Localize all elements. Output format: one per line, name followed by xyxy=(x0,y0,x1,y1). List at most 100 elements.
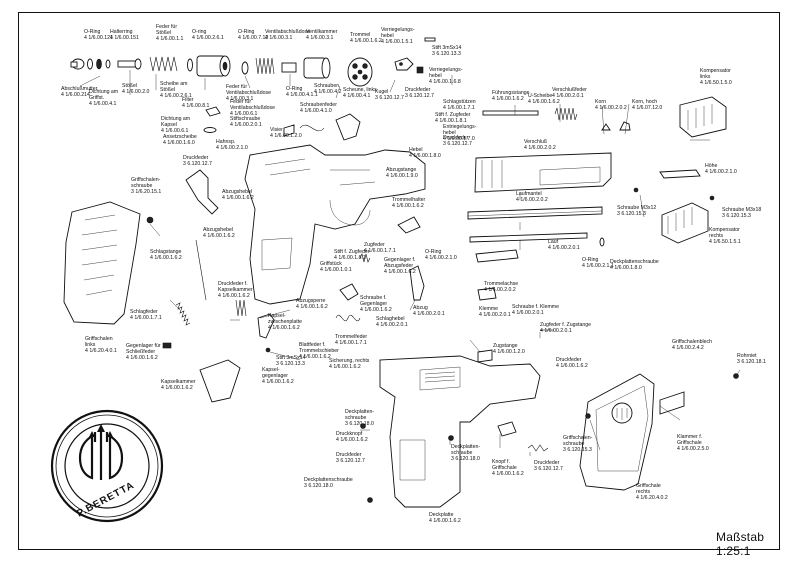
deckplatten-schraube-part xyxy=(360,423,366,429)
label-kugel: Kugel 3 6.120.12.7 xyxy=(375,89,404,101)
label-abschlussmutter: Abschlußmutter 4 1/6.00.214 xyxy=(61,86,98,98)
schliessfeder-part xyxy=(175,302,191,326)
label-druckfeder-kapselkammer: Druckfeder f. Kapselkammer 4 1/6.00.1.6.… xyxy=(218,281,253,299)
griffschale-rechts-part xyxy=(579,373,655,491)
label-druckknopf: Druckknopf 4 1/6.00.1.6.2 xyxy=(336,431,368,443)
verriegelungshebel-2-part xyxy=(416,66,424,74)
label-deckplatte: Deckplatte 4 1/6.00.1.6.2 xyxy=(429,512,461,524)
schlaghebel-part xyxy=(335,113,361,141)
abzug-part xyxy=(409,265,425,301)
label-korn-hoch: Korn, hoch 4 1/6.07.12.0 xyxy=(632,99,663,111)
valve-parts-row xyxy=(70,37,436,87)
abzugsperre-part xyxy=(339,283,359,301)
label-kompensator-rechts: Kompensator rechts 4 1/6.50.1.5.1 xyxy=(709,227,741,245)
deckplattenschraube-3-part xyxy=(367,497,373,503)
label-griffschalen-links: Griffschalen links 4 1/6.20.4.0.1 xyxy=(85,336,117,354)
label-kapselkammer: Kapselkammer 4 1/6.00.1.6.2 xyxy=(161,379,196,391)
druckfeder-mid-part xyxy=(359,253,371,263)
stift-kapsel-part xyxy=(265,347,271,353)
label-abzugsperre: Abzugsperre 4 1/6.00.1.6.2 xyxy=(296,298,328,310)
label-schraube-m3x12: Schraube M3x12 3 6.120.15.3 xyxy=(617,205,657,217)
label-druckfeder-4: Druckfeder 4 1/6.00.1.6.2 xyxy=(556,357,588,369)
label-ansetzscheibe: Ansetzscheibe 4 1/6.00.1.6.0 xyxy=(163,134,197,146)
o-ring-body-part xyxy=(196,55,231,77)
label-zugfeder-zugstange: Zugfeder f. Zugstange 4 1/6.00.2.0.1 xyxy=(540,322,592,334)
zugstange-part xyxy=(477,349,493,363)
verschlussfeder-part xyxy=(554,107,578,121)
label-schlagfeder: Schlagfeder 4 1/6.00.1.7.1 xyxy=(130,309,162,321)
verschluss-part xyxy=(474,152,612,193)
lauf-part xyxy=(469,232,588,243)
label-u-scheibe: U-Scheibe 4 1/6.00.1.6.2 xyxy=(528,93,560,105)
visier-part xyxy=(283,124,295,137)
druckfeder-knopf-part xyxy=(527,444,549,452)
label-scheibe-stoessel: Scheibe am Stößel 4 1/6.00.2.6.1 xyxy=(160,81,192,99)
trommelfeder-part xyxy=(335,314,361,322)
label-klammer: Klammer f. Griffschale 4 1/6.00.2.5.0 xyxy=(677,434,709,452)
korn-part xyxy=(601,123,611,131)
label-griffschalenschraube-1: Griffschalen- schraube 3 1/6.20.15.1 xyxy=(131,177,162,195)
label-laufmantel: Laufmantel 4 1/6.00.2.0.2 xyxy=(516,191,548,203)
label-hebel: Hebel 4 1/6.00.1.8.0 xyxy=(409,147,441,159)
label-verriegelungshebel-1: Verriegelungs- hebel 4 1/6.00.1.5.1 xyxy=(381,27,415,45)
label-kompensator-links: Kompensator links 4 1/6.50.1.5.0 xyxy=(700,68,732,86)
label-schraubenfeder: Schraubenfeder 4 1/6.00.4.1.0 xyxy=(300,102,337,114)
label-o-ring-5: O-Ring 4 1/6.00.2.1.0 xyxy=(425,249,457,261)
scale-text: Maßstab 1:25:1 xyxy=(716,530,765,558)
abschlussmutter-part xyxy=(70,58,85,70)
hoehe-part xyxy=(659,169,701,179)
label-trommelhalter: Trommelhalter 4 1/6.00.1.6.2 xyxy=(392,197,426,209)
label-blattfeder: Blattfeder f. Trommelschieber 4 1/6.00.1… xyxy=(299,342,339,360)
label-visier: Visier 4 1/6.00.1.2.0 xyxy=(270,127,302,139)
label-o-ring-3: O-Ring 4 1/6.00.7.12 xyxy=(238,29,269,41)
o-ring-part xyxy=(87,58,93,70)
halterring-part xyxy=(96,58,102,70)
drawing-frame xyxy=(18,12,780,550)
label-dichtung-griffst: Dichtung am Griffst. 4 1/6.00.4.1 xyxy=(89,89,119,107)
hahn-part xyxy=(185,169,219,215)
scheibe-part xyxy=(203,127,217,133)
label-stift-zugfeder-2: Stift f. Zugfeder 4 1/6.00.1.8.1 xyxy=(334,249,370,261)
label-druckfeder-1: Druckfeder 3 6.120.12.7 xyxy=(405,87,434,99)
label-stift-2: Stift 3mSx14 3 6.120.13.3 xyxy=(276,355,306,367)
label-abzugshebel-1: Abzugshebel 4 1/6.00.1.6.2 xyxy=(222,189,254,201)
label-deckplattenschraube-2: Deckplatten- schraube 3 6.120.18.0 xyxy=(345,409,375,427)
label-verschluss: Verschluß 4 1/6.00.2.0.2 xyxy=(524,139,556,151)
feder-ventil-part xyxy=(255,57,275,75)
label-hahnsp: Hahnsp. 4 1/6.00.2.1.0 xyxy=(216,139,248,151)
label-zugfeder: Zugfeder 4 1/6.00.1.7.1 xyxy=(364,242,396,254)
label-griffschalenblech: Griffschalenblech 4 1/6.00.2.4.2 xyxy=(672,339,712,351)
label-trommel: Trommel 4 1/6.00.1.6.2 xyxy=(350,32,382,44)
label-schlagstange: Schlagstange 4 1/6.00.1.6.2 xyxy=(150,249,182,261)
upper-frame xyxy=(244,144,426,305)
label-sicherung-rechts: Sicherung, rechts 4 1/6.00.1.6.2 xyxy=(329,358,370,370)
label-deckplattenschraube-3: Deckplatten- schraube 3 6.120.18.0 xyxy=(451,444,481,462)
label-knopf-griffschale: Knopf f. Griffschale 4 1/6.00.1.6.2 xyxy=(492,459,524,477)
label-lauf: Lauf 4 1/6.00.2.0.1 xyxy=(548,239,580,251)
korn-hoch-part xyxy=(619,121,631,131)
label-schraube-m3x18: Schraube M3x18 3 6.120.15.3 xyxy=(722,207,762,219)
misc-left-parts xyxy=(162,106,295,403)
druckfeder-kapsel-part xyxy=(235,299,247,317)
ventilkammer-part xyxy=(303,57,331,79)
label-stift-1: Stift 3mSx14 3 6.120.13.3 xyxy=(432,45,462,57)
dichtung-part xyxy=(105,59,111,69)
label-halterring: Halterring 4 1/6.00.151 xyxy=(110,29,139,41)
label-druckfeder-6: Druckfeder 3 6.120.12.7 xyxy=(534,460,563,472)
label-filter: Filter 4 1/6.00.8.1 xyxy=(182,97,210,109)
label-druckfeder-5: Druckfeder 3 6.120.12.7 xyxy=(336,452,365,464)
stift-part xyxy=(424,37,436,42)
label-klemme: Klemme 4 1/6.00.2.0.1 xyxy=(479,306,511,318)
lower-frame xyxy=(379,355,541,508)
label-stift-zugfeder-1: Stift f. Zugfeder 4 1/6.00.1.8.1 xyxy=(435,112,471,124)
label-zugstange: Zugstange 4 1/6.00.1.2.0 xyxy=(493,343,525,355)
schraube-m3x18-part xyxy=(709,195,715,201)
scheibe-stoessel-part xyxy=(187,58,193,72)
griffschale-links-part xyxy=(63,201,154,325)
o-ring-barrel-part xyxy=(599,237,605,247)
label-trommelachse: Trommelachse 4 1/6.00.2.0.2 xyxy=(484,281,519,293)
label-fuehrungsstange: Führungsstange 4 1/6.00.1.6.2 xyxy=(492,90,530,102)
label-schraube-klemme: Schraube f. Klemme 4 1/6.00.2.0.1 xyxy=(512,304,559,316)
leader-lines xyxy=(79,70,741,456)
